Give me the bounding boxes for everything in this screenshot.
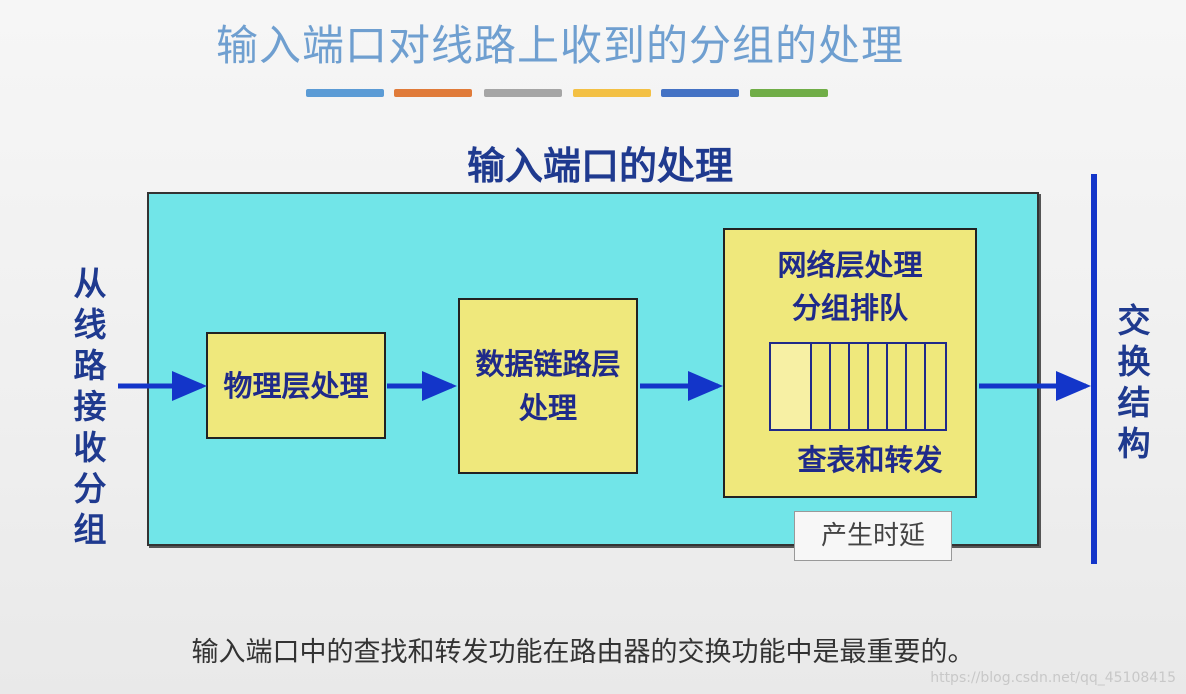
left-label-char: 从 [73, 264, 107, 303]
network-layer-title: 网络层处理 分组排队 [725, 244, 975, 330]
left-label-char: 组 [73, 510, 107, 549]
left-label-char: 路 [73, 346, 107, 385]
left-label-char: 分 [73, 469, 107, 508]
queue-slot [888, 344, 907, 429]
watermark: https://blog.csdn.net/qq_45108415 [930, 670, 1176, 686]
right-side-label: 交 换 结 构 [1112, 300, 1156, 464]
datalink-label-line2: 处理 [518, 391, 577, 425]
queue-slot [850, 344, 869, 429]
packet-queue [769, 342, 947, 431]
physical-layer-label: 物理层处理 [223, 368, 369, 403]
right-label-char: 交 [1117, 301, 1151, 340]
color-bar-2 [394, 89, 472, 97]
datalink-layer-box: 数据链路层 处理 [458, 298, 638, 474]
color-bar-4 [573, 89, 651, 97]
color-bar-5 [661, 89, 739, 97]
left-label-char: 线 [73, 305, 107, 344]
footnote: 输入端口中的查找和转发功能在路由器的交换功能中是最重要的。 [191, 637, 975, 668]
queue-slot [812, 344, 831, 429]
right-label-char: 结 [1117, 383, 1151, 422]
left-label-char: 接 [73, 387, 107, 426]
color-bar-3 [484, 89, 562, 97]
color-bar-1 [306, 89, 384, 97]
color-bar-6 [750, 89, 828, 97]
right-label-char: 构 [1117, 424, 1151, 463]
network-label-line1: 网络层处理 [777, 248, 923, 282]
queue-slot [869, 344, 888, 429]
physical-layer-box: 物理层处理 [206, 332, 386, 439]
datalink-label-line1: 数据链路层 [475, 347, 621, 381]
delay-label: 产生时延 [794, 511, 952, 561]
switch-fabric-divider [1091, 174, 1097, 564]
queue-empty-area [771, 344, 812, 429]
lookup-forward-label: 查表和转发 [797, 443, 943, 477]
left-label-char: 收 [73, 428, 107, 467]
left-side-label: 从 线 路 接 收 分 组 [68, 263, 112, 550]
diagram-heading: 输入端口的处理 [466, 144, 733, 188]
right-label-char: 换 [1117, 342, 1151, 381]
network-label-line2: 分组排队 [791, 291, 908, 325]
network-layer-box: 网络层处理 分组排队 查表和转发 [723, 228, 977, 498]
slide-title: 输入端口对线路上收到的分组的处理 [215, 21, 904, 70]
queue-slot [907, 344, 926, 429]
queue-slot [831, 344, 850, 429]
